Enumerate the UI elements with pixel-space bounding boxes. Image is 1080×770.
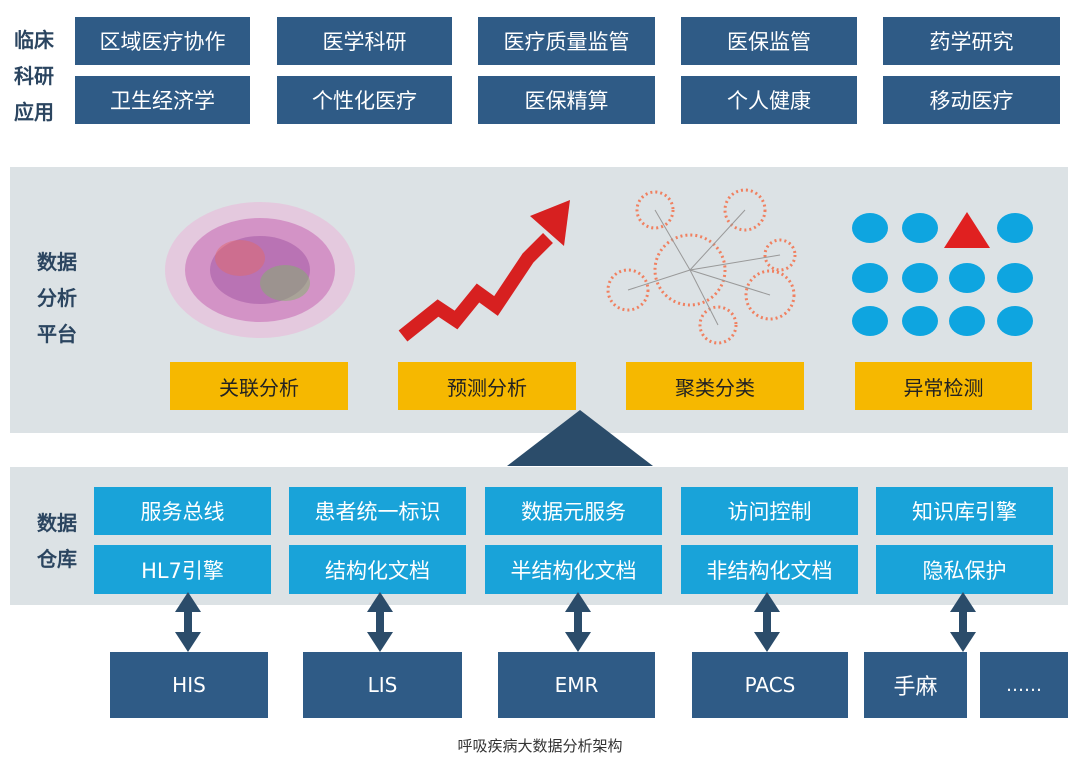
warehouse-box: 半结构化文档 (485, 545, 662, 594)
warehouse-box: HL7引擎 (94, 545, 271, 594)
label-line: 应用 (14, 100, 54, 124)
cluster-network-icon (606, 188, 797, 345)
app-box: 医保精算 (478, 76, 655, 124)
warehouse-box: 结构化文档 (289, 545, 466, 594)
app-box: 药学研究 (883, 17, 1060, 65)
source-box-anesthesia: 手麻 (864, 652, 967, 718)
double-arrow-icon (754, 592, 780, 652)
warehouse-box: 患者统一标识 (289, 487, 466, 535)
app-box: 个人健康 (681, 76, 857, 124)
app-layer-label: 临床 科研 应用 (10, 22, 58, 130)
source-box-his: HIS (110, 652, 268, 718)
source-box-pacs: PACS (692, 652, 848, 718)
label-line: 分析 (37, 286, 77, 310)
app-box: 医疗质量监管 (478, 17, 655, 65)
warehouse-box: 知识库引擎 (876, 487, 1053, 535)
analysis-layer-label: 数据 分析 平台 (33, 244, 81, 352)
label-line: 临床 (14, 28, 54, 52)
label-line: 平台 (37, 322, 77, 346)
warehouse-layer-label: 数据 仓库 (33, 505, 81, 577)
double-arrow-icon (565, 592, 591, 652)
label-line: 科研 (14, 64, 54, 88)
up-arrow-icon (507, 410, 653, 466)
source-box-lis: LIS (303, 652, 462, 718)
app-box: 医保监管 (681, 17, 857, 65)
double-arrow-icon (950, 592, 976, 652)
analysis-box: 异常检测 (855, 362, 1032, 410)
anomaly-detection-icon (852, 212, 1033, 336)
double-arrows (175, 592, 976, 652)
analysis-box: 聚类分类 (626, 362, 804, 410)
source-box-more: …… (980, 652, 1068, 718)
figure-caption: 呼吸疾病大数据分析架构 (457, 737, 623, 755)
analysis-box: 预测分析 (398, 362, 576, 410)
label-line: 仓库 (37, 547, 77, 571)
app-box: 移动医疗 (883, 76, 1060, 124)
warehouse-box: 隐私保护 (876, 545, 1053, 594)
label-line: 数据 (37, 250, 77, 274)
warehouse-box: 访问控制 (681, 487, 858, 535)
warehouse-box: 服务总线 (94, 487, 271, 535)
double-arrow-icon (367, 592, 393, 652)
source-box-emr: EMR (498, 652, 655, 718)
app-box: 区域医疗协作 (75, 17, 250, 65)
warehouse-box: 非结构化文档 (681, 545, 858, 594)
trend-arrow-icon (398, 200, 570, 342)
label-line: 数据 (37, 511, 77, 535)
double-arrow-icon (175, 592, 201, 652)
app-box: 医学科研 (277, 17, 452, 65)
association-network-icon (165, 202, 355, 338)
warehouse-box: 数据元服务 (485, 487, 662, 535)
analysis-box: 关联分析 (170, 362, 348, 410)
app-box: 卫生经济学 (75, 76, 250, 124)
app-box: 个性化医疗 (277, 76, 452, 124)
